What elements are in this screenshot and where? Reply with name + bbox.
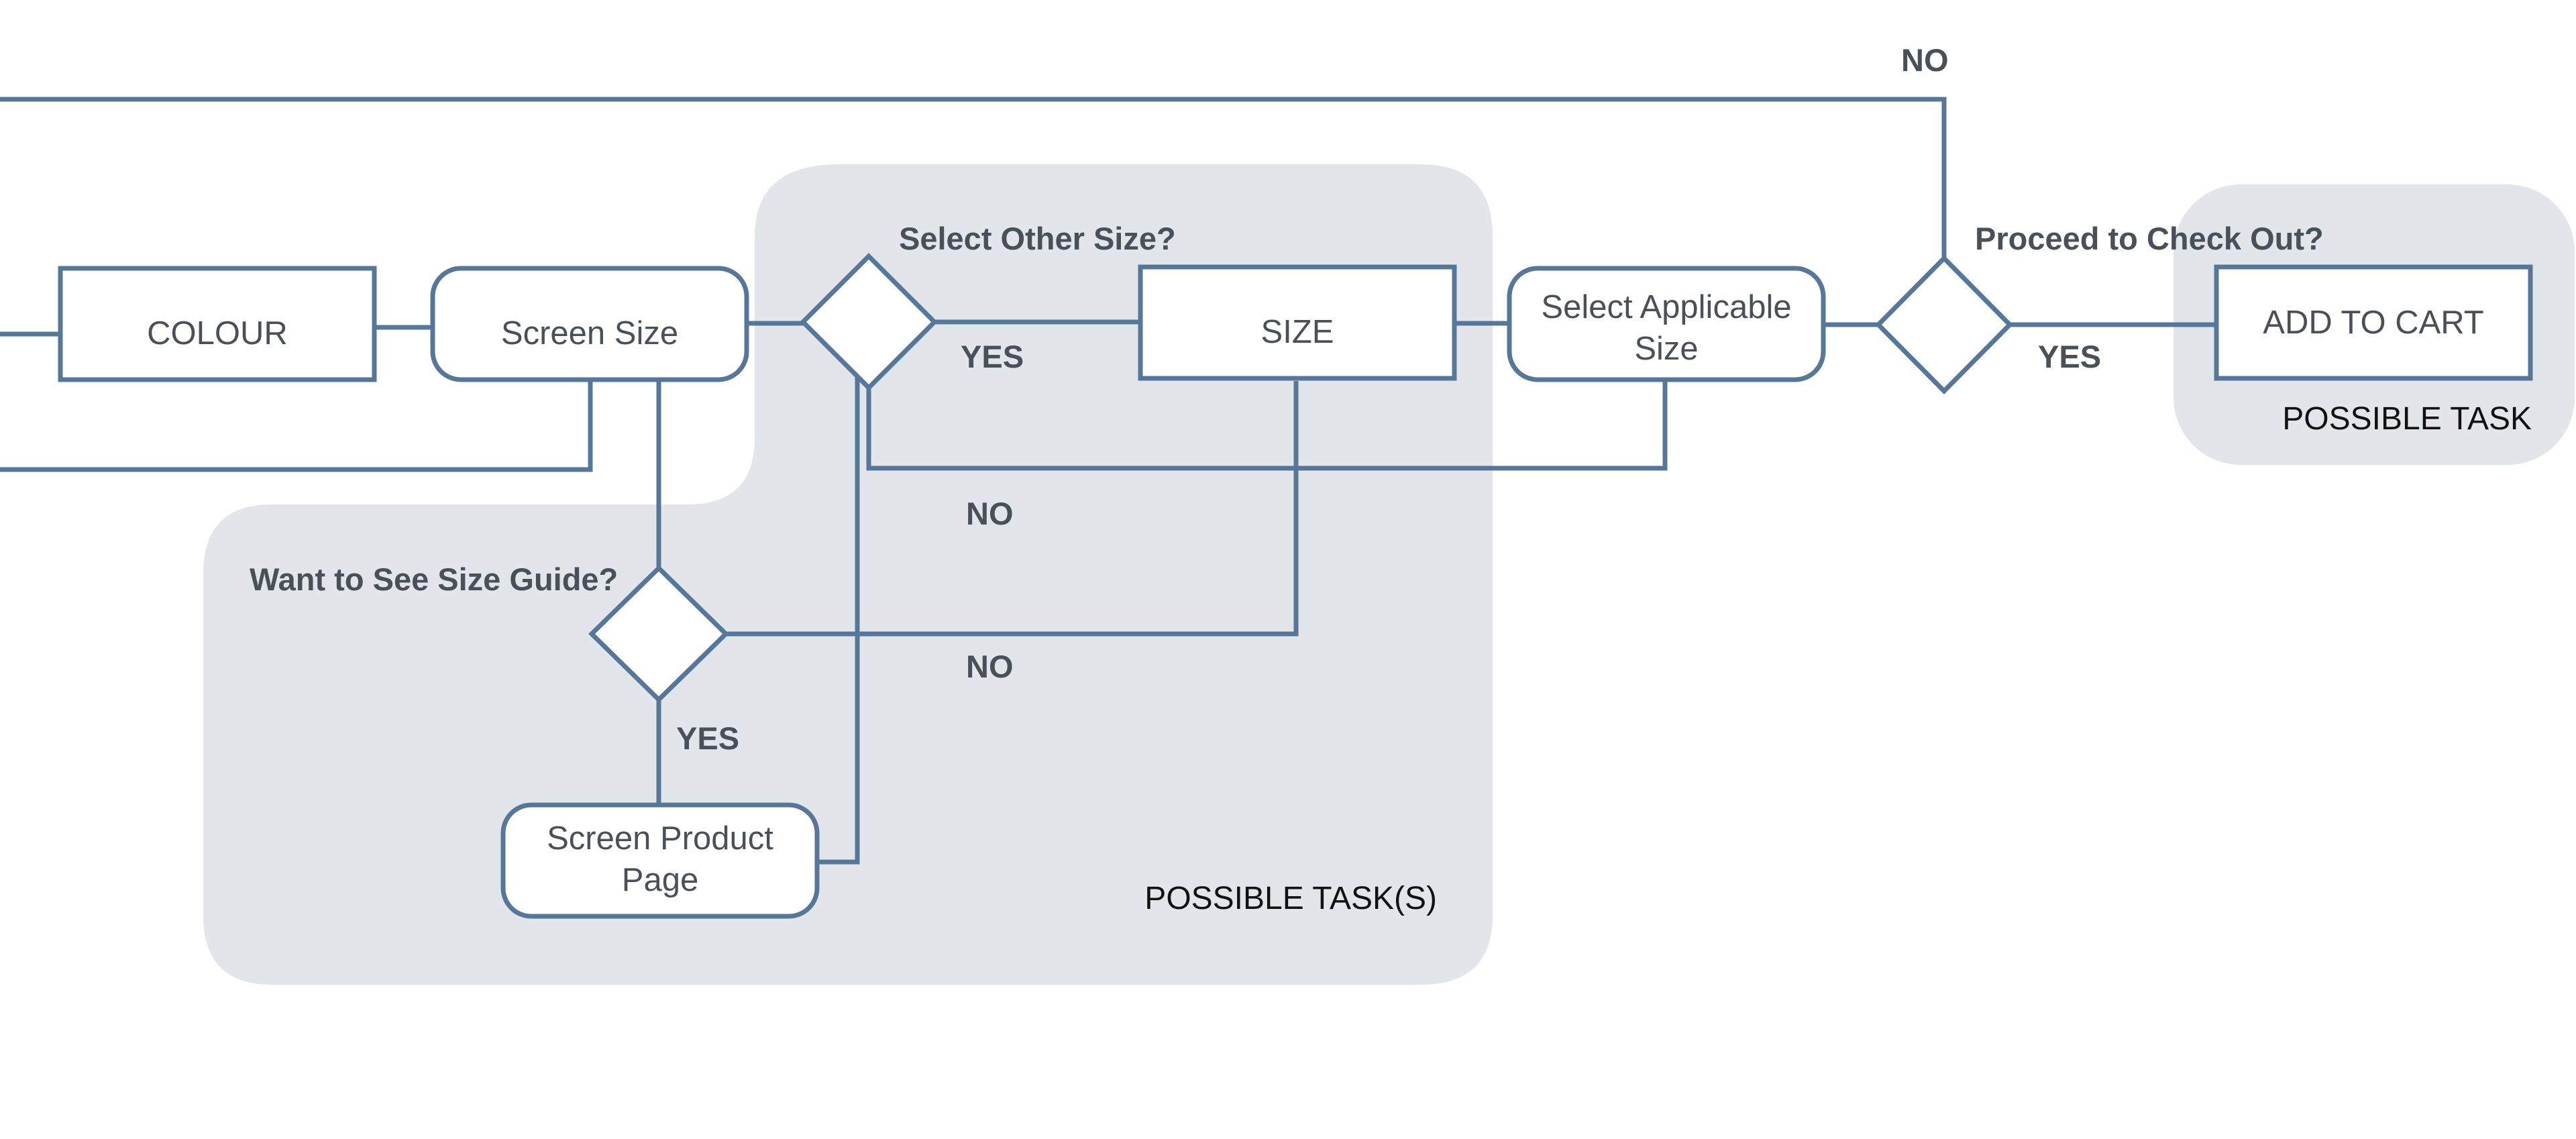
node-screen-size-label: Screen Size xyxy=(501,315,678,351)
decision-select-other-size-diamond xyxy=(800,253,938,391)
node-size xyxy=(1138,264,1457,381)
branch-size-guide-no-label: NO xyxy=(966,649,1014,684)
node-screen-product-page-label-line1: Screen Product xyxy=(547,820,773,857)
decision-checkout-diamond xyxy=(1875,255,2013,394)
node-screen-size xyxy=(430,266,749,382)
node-add-to-cart-label: ADD TO CART xyxy=(2263,305,2483,341)
node-colour-label: COLOUR xyxy=(147,315,288,351)
node-add-to-cart xyxy=(2214,264,2533,381)
connector-checkout-no-loop xyxy=(0,97,1947,258)
decision-size-guide-label: Want to See Size Guide? xyxy=(250,561,618,597)
branch-top-no-label: NO xyxy=(1901,42,1949,78)
decision-size-guide-diamond xyxy=(588,565,730,703)
branch-other-size-no-label: NO xyxy=(966,496,1014,531)
node-select-applicable-size-label-line1: Select Applicable xyxy=(1541,289,1791,325)
branch-checkout-yes-label: YES xyxy=(2038,339,2101,374)
branch-size-guide-yes-label: YES xyxy=(676,720,739,756)
decision-select-other-size-label: Select Other Size? xyxy=(899,221,1176,256)
node-screen-product-page xyxy=(500,802,820,919)
branch-other-size-yes-label: YES xyxy=(961,339,1024,374)
connector-product-page-return xyxy=(817,376,860,865)
node-select-applicable-size xyxy=(1507,266,1826,382)
connector-applicable-no-loop xyxy=(866,381,1668,471)
region-possible-task-label: POSSIBLE TASK xyxy=(2282,401,2532,437)
decision-checkout-label: Proceed to Check Out? xyxy=(1975,221,2324,256)
node-colour xyxy=(58,266,377,382)
connector-screen-size-return xyxy=(0,381,593,472)
node-size-label: SIZE xyxy=(1261,314,1334,350)
connector-size-guide-no xyxy=(726,381,1299,637)
node-screen-product-page-label-line2: Page xyxy=(622,862,698,898)
node-select-applicable-size-label-line2: Size xyxy=(1634,331,1698,367)
connector-lines xyxy=(0,97,2215,865)
region-possible-tasks-label: POSSIBLE TASK(S) xyxy=(1144,881,1437,916)
